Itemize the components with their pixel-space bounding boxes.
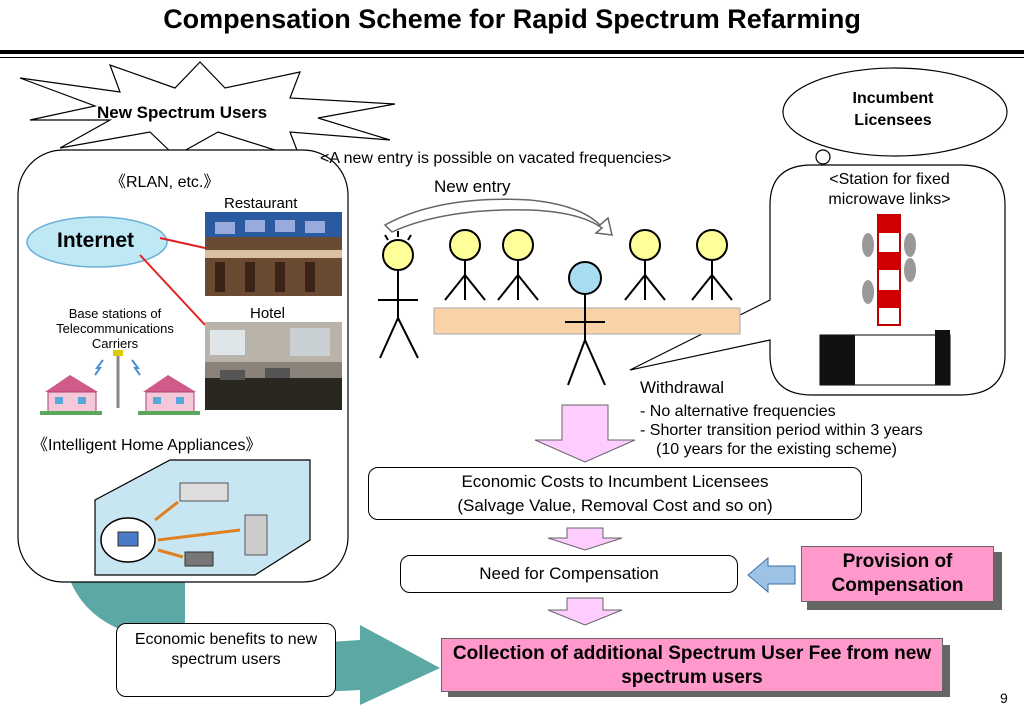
teal-curve-arrow <box>70 580 440 705</box>
house-left <box>40 375 102 415</box>
seated-figure-1 <box>444 229 486 301</box>
restaurant-label: Restaurant <box>224 195 298 212</box>
internet-label: Internet <box>57 229 135 252</box>
economic-costs-line: (Salvage Value, Removal Cost and so on) <box>457 496 773 515</box>
economic-costs-box: Economic Costs to Incumbent Licensees (S… <box>368 467 862 520</box>
base-stations-label: Base stations of Telecommunications Carr… <box>56 306 174 351</box>
seated-figure-4 <box>691 229 733 301</box>
economic-benefits-box: Economic benefits to new spectrum users <box>116 623 336 697</box>
house-right <box>138 375 200 415</box>
vacated-frequencies-note: <A new entry is possible on vacated freq… <box>320 150 672 167</box>
down-arrow-1 <box>534 404 636 463</box>
rlan-label: 《RLAN, etc.》 <box>110 174 220 191</box>
incumbent-cloud <box>782 67 1008 157</box>
new-entrant-figure <box>378 231 419 359</box>
network-lines <box>139 237 206 326</box>
base-station-antenna <box>94 350 141 408</box>
restaurant-photo <box>205 212 342 296</box>
new-spectrum-users-label: New Spectrum Users <box>97 103 268 122</box>
seated-figure-2 <box>497 229 539 301</box>
condition-item: - Shorter transition period within 3 yea… <box>640 422 923 439</box>
station-label: <Station for fixed microwave links> <box>828 171 951 208</box>
withdrawal-label: Withdrawal <box>640 378 725 397</box>
need-for-compensation-box: Need for Compensation <box>400 555 738 593</box>
withdrawing-figure <box>565 261 606 386</box>
new-entry-arrow <box>383 198 613 236</box>
new-entry-label: New entry <box>434 177 511 196</box>
economic-costs-line: Economic Costs to Incumbent Licensees <box>461 472 769 491</box>
page-title: Compensation Scheme for Rapid Spectrum R… <box>163 4 861 34</box>
down-arrow-3 <box>547 597 623 626</box>
title-rule <box>0 50 1024 54</box>
seated-figure-3 <box>624 229 666 301</box>
seated-figures <box>444 229 733 301</box>
microwave-tower <box>819 214 951 386</box>
collection-fee-box: Collection of additional Spectrum User F… <box>441 638 943 692</box>
provision-of-compensation-box: Provision of Compensation <box>801 546 994 602</box>
burst-shape <box>19 61 396 159</box>
hotel-label: Hotel <box>250 305 286 322</box>
down-arrow-2 <box>547 527 623 551</box>
title-rule-thin <box>0 57 1024 58</box>
condition-item: (10 years for the existing scheme) <box>656 441 897 458</box>
appliances-label: 《Intelligent Home Appliances》 <box>32 437 262 454</box>
incumbent-licensees-label: Incumbent Licensees <box>852 90 934 129</box>
hotel-photo <box>205 322 342 410</box>
condition-item: - No alternative frequencies <box>640 403 836 420</box>
internet-cloud <box>26 216 168 268</box>
smart-home-illustration <box>94 459 311 576</box>
page-number: 9 <box>1000 690 1008 706</box>
provision-arrow <box>747 556 796 594</box>
